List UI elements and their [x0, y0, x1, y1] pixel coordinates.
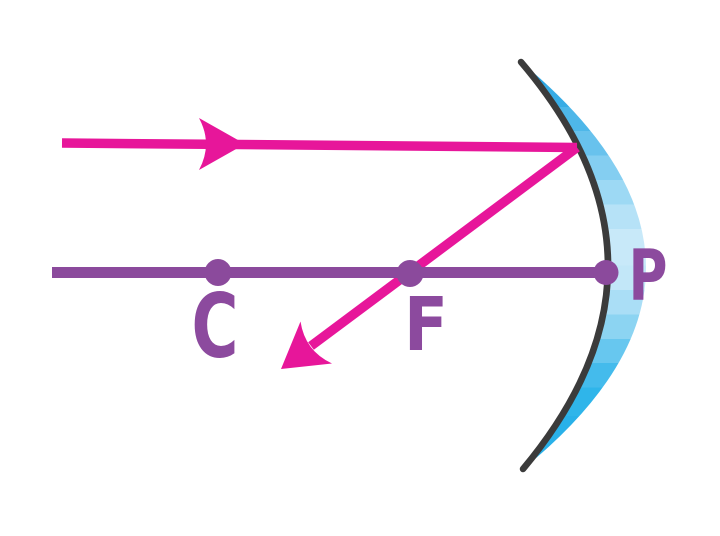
- mirror-reflective-edge: [517, 58, 612, 473]
- point-c-label: C: [192, 275, 239, 378]
- reflected-ray: [308, 143, 580, 350]
- point-c-dot: [204, 259, 232, 286]
- point-p-dot: [593, 260, 619, 285]
- reflected-ray-arrowhead: [281, 321, 332, 369]
- mirror-body: [521, 62, 647, 469]
- incident-ray-arrowhead: [199, 118, 245, 170]
- point-p-label: P: [629, 235, 668, 317]
- point-f-label: F: [404, 282, 448, 368]
- point-f-dot: [396, 260, 424, 287]
- incident-ray: [61, 138, 578, 153]
